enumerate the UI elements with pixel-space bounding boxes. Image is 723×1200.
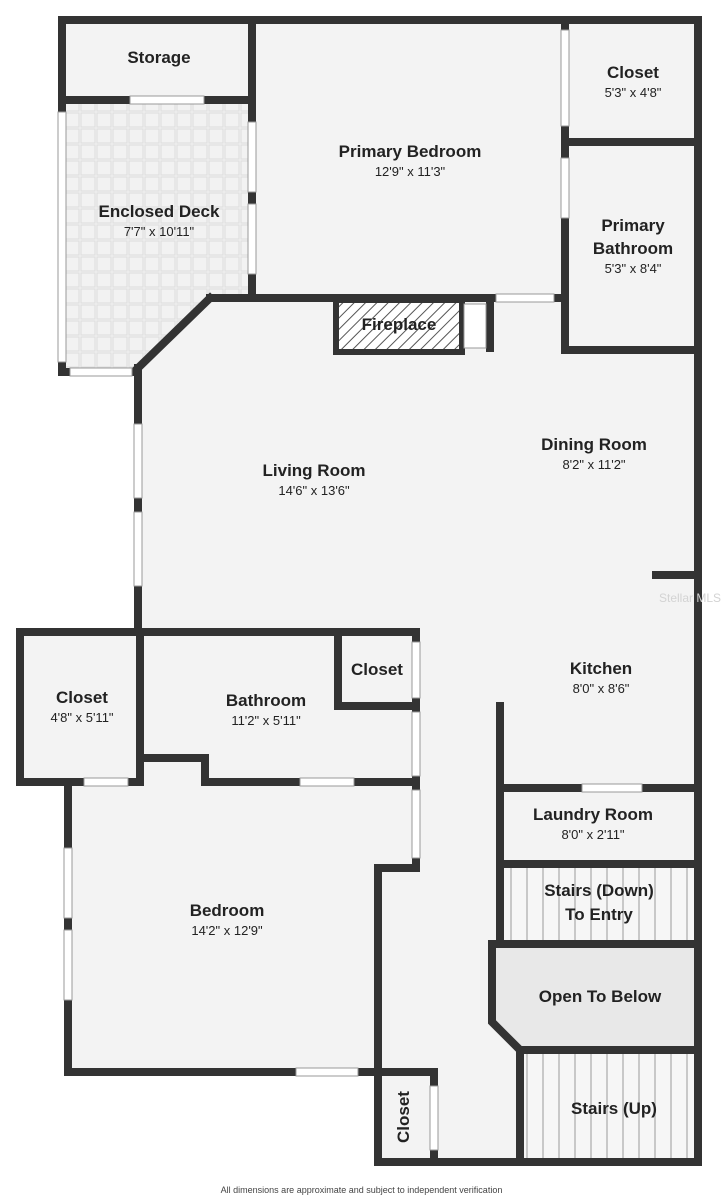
footer-disclaimer: All dimensions are approximate and subje… [220,1185,503,1195]
bedroom-label: Bedroom [190,901,265,920]
primary-bathroom-dims: 5'3" x 8'4" [605,261,662,276]
watermark: Stellar MLS [659,591,721,605]
stairs-down-label-2: To Entry [565,905,633,924]
primary-bedroom-dims: 12'9" x 11'3" [375,164,446,179]
open-to-below-label: Open To Below [539,987,662,1006]
primary-bedroom-label: Primary Bedroom [339,142,482,161]
closet-top-dims: 5'3" x 4'8" [605,85,662,100]
fireplace-label: Fireplace [362,315,437,334]
dining-room-label: Dining Room [541,435,647,454]
room-labels: Storage Enclosed Deck 7'7" x 10'11" Prim… [50,48,721,1143]
windows [57,29,643,1151]
stairs-down-treads [500,868,696,942]
kitchen-dims: 8'0" x 8'6" [573,681,630,696]
laundry-room-dims: 8'0" x 2'11" [561,827,624,842]
living-room-label: Living Room [263,461,366,480]
enclosed-deck-dims: 7'7" x 10'11" [124,224,195,239]
enclosed-deck-floor [64,100,256,370]
closet-top-label: Closet [607,63,659,82]
bathroom-label: Bathroom [226,691,306,710]
storage-label: Storage [127,48,190,67]
closet-left-dims: 4'8" x 5'11" [50,710,113,725]
stairs-up-treads [522,1054,696,1160]
primary-bathroom-label-1: Primary [601,216,665,235]
laundry-room-label: Laundry Room [533,805,653,824]
closet-bottom-label: Closet [394,1091,413,1143]
kitchen-label: Kitchen [570,659,632,678]
bedroom-dims: 14'2" x 12'9" [191,923,263,938]
enclosed-deck-label: Enclosed Deck [99,202,220,221]
dining-room-dims: 8'2" x 11'2" [562,457,625,472]
closet-small-label: Closet [351,660,403,679]
living-room-dims: 14'6" x 13'6" [278,483,350,498]
bathroom-dims: 11'2" x 5'11" [231,713,301,728]
open-to-below-area [492,944,696,1048]
stairs-up-label: Stairs (Up) [571,1099,657,1118]
closet-left-label: Closet [56,688,108,707]
stairs-down-label-1: Stairs (Down) [544,881,654,900]
primary-bathroom-label-2: Bathroom [593,239,673,258]
